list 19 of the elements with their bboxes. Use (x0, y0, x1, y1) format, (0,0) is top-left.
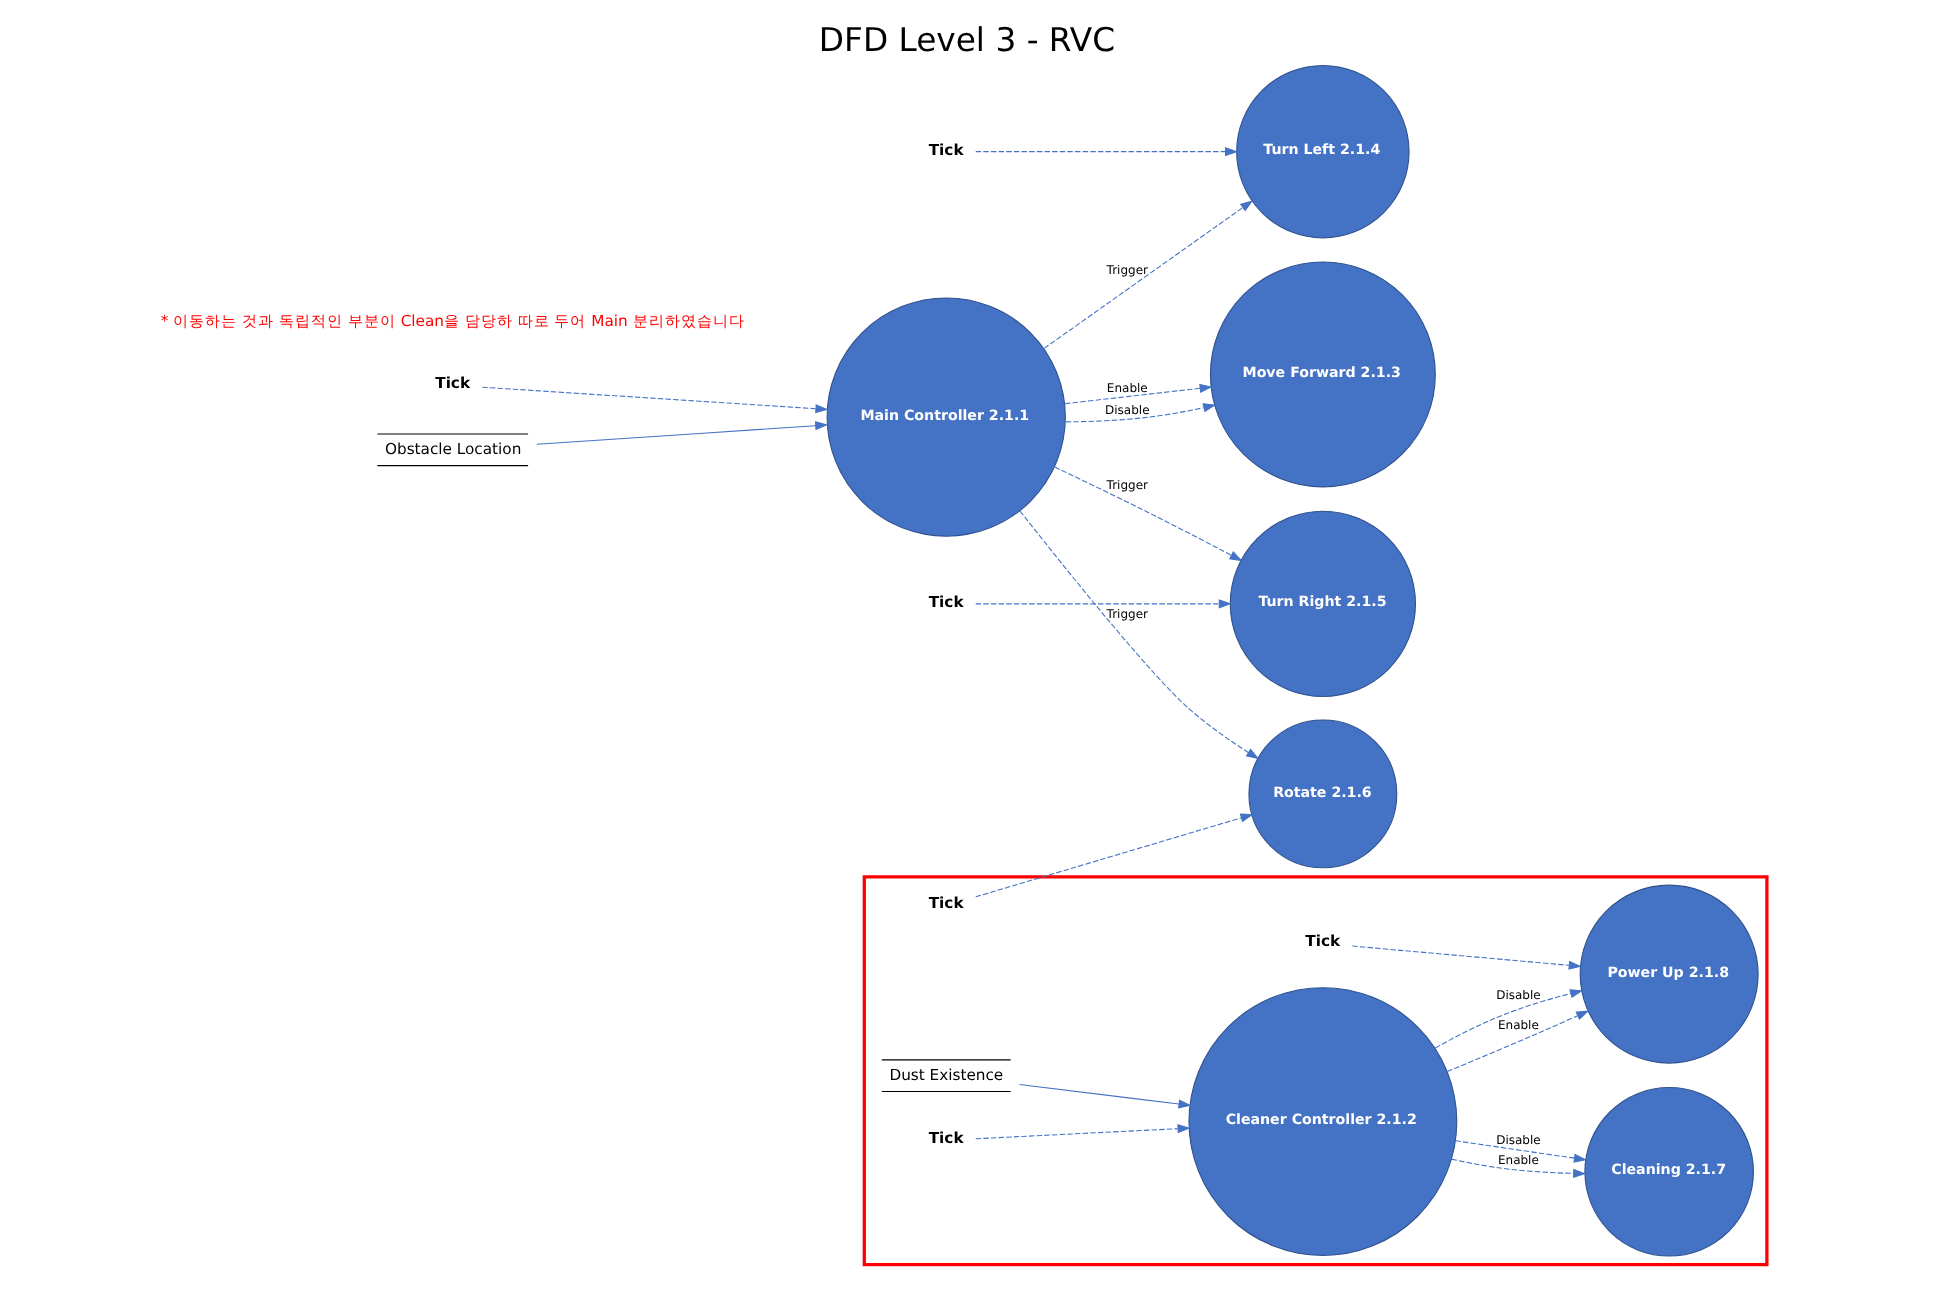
arrow (1018, 1084, 1192, 1109)
arrow (1446, 1010, 1590, 1073)
arrow (1451, 1158, 1587, 1178)
arrow (975, 147, 1239, 157)
cluster (862, 875, 1769, 1267)
arrow (975, 599, 1232, 609)
arrow (975, 1124, 1191, 1140)
arrow (1043, 200, 1254, 349)
diagram-title: DFD Level 3 - RVC (818, 21, 1116, 60)
arrow (975, 813, 1254, 898)
arrow (1019, 510, 1260, 760)
arrow (481, 386, 829, 414)
arrow (1454, 1140, 1587, 1163)
arrow (536, 421, 829, 445)
arrow (1351, 945, 1582, 970)
arrow (1434, 989, 1584, 1049)
arrow (1064, 383, 1213, 405)
arrow (1054, 466, 1243, 562)
arrow (1065, 403, 1217, 423)
